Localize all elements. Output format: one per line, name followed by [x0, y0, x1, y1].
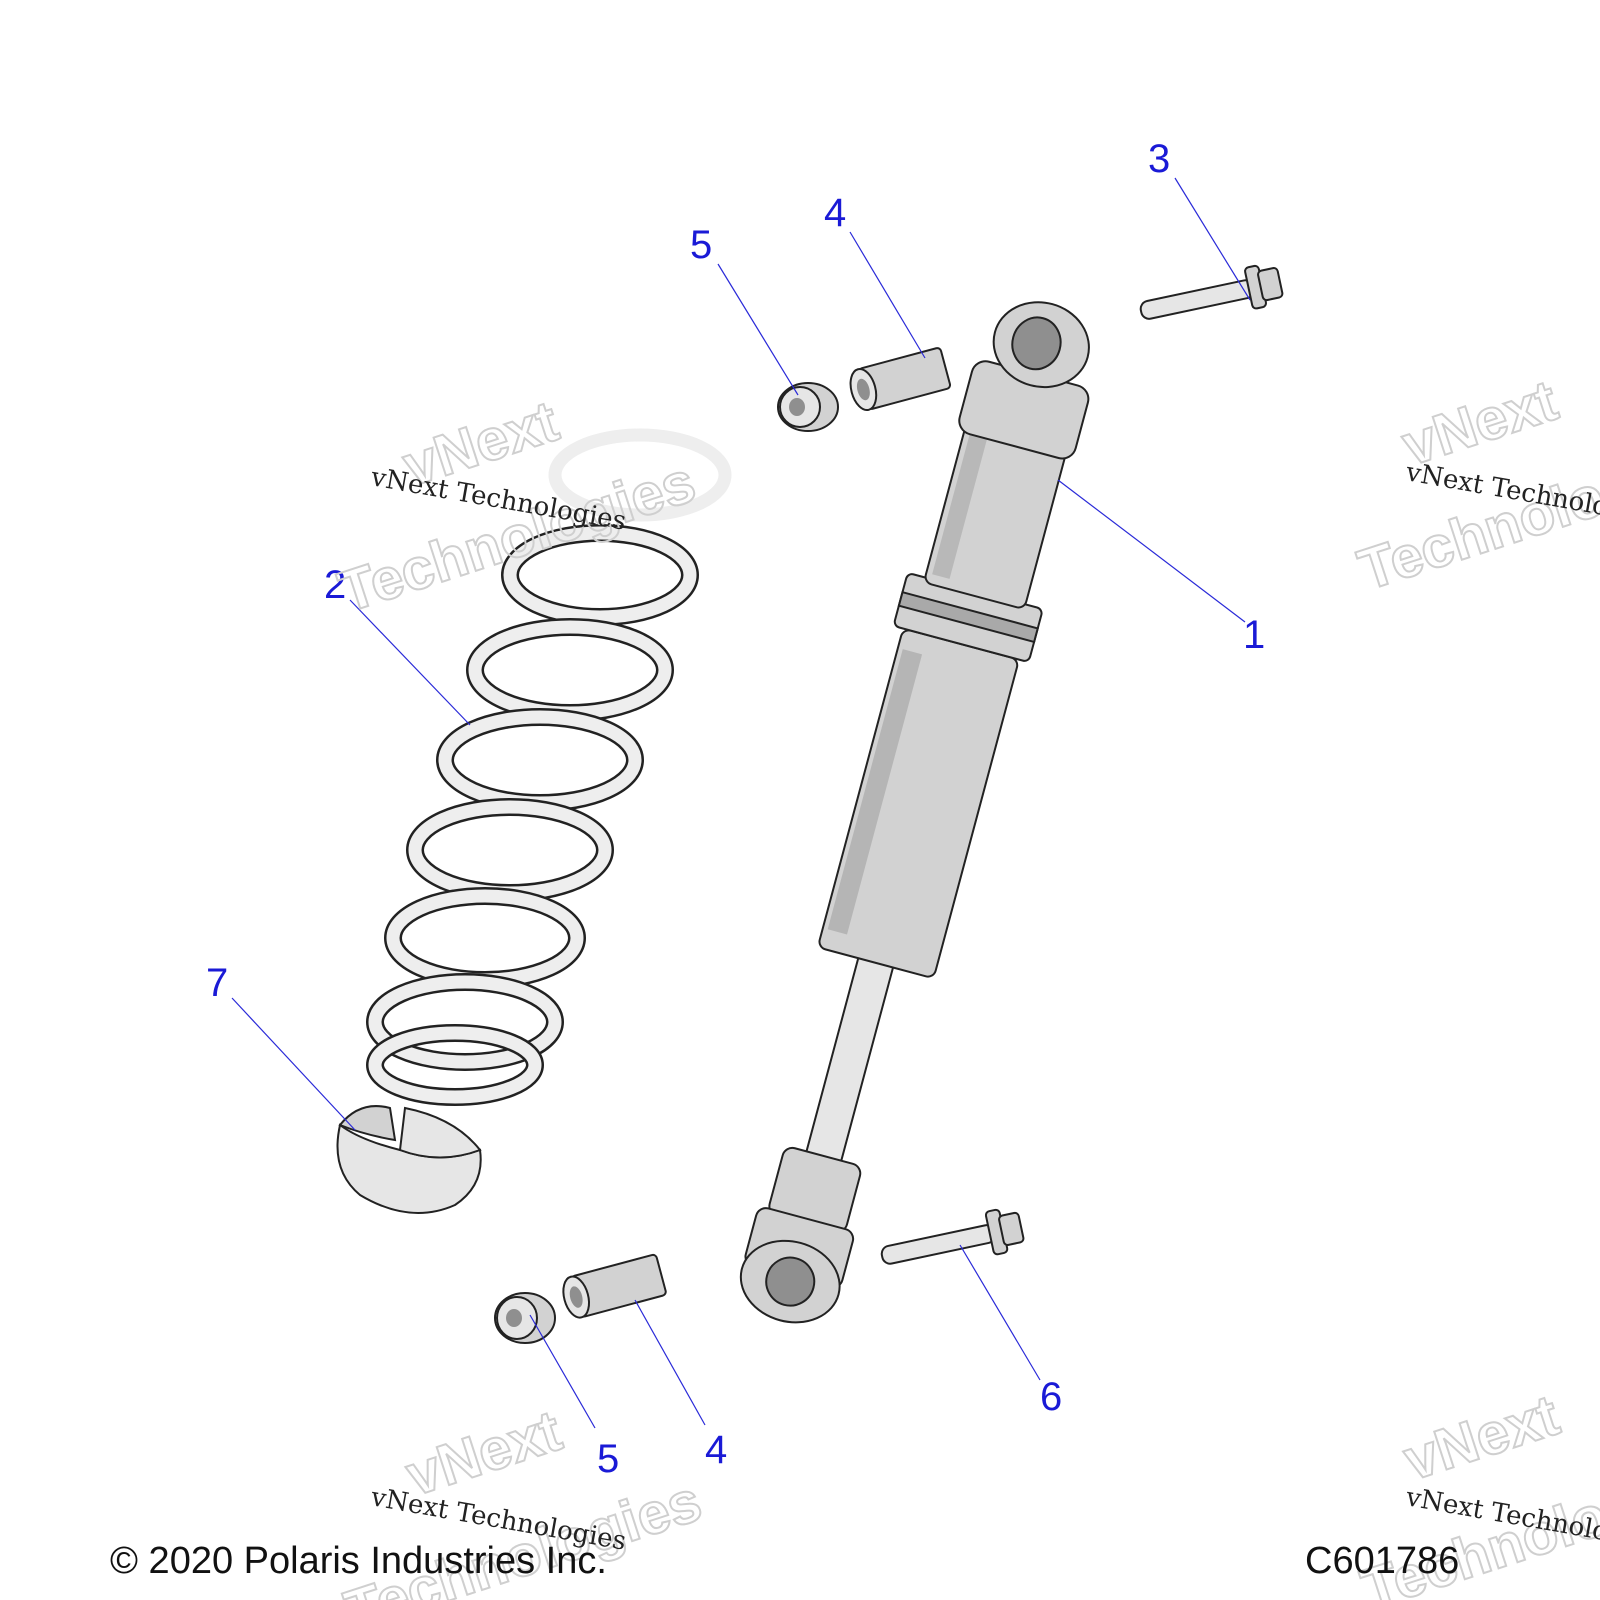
leader-4-top: [849, 231, 926, 359]
copyright-notice: © 2020 Polaris Industries Inc.: [110, 1540, 607, 1582]
callout-2: 2: [324, 563, 346, 607]
callout-1: 1: [1243, 613, 1265, 657]
callout-4-top: 4: [824, 191, 846, 235]
figure-code: C601786: [1305, 1540, 1460, 1582]
callout-4-bottom: 4: [705, 1428, 727, 1472]
callout-numbers: 1 2 3 4 5 6 7 4 5: [206, 137, 1265, 1481]
callout-6: 6: [1040, 1375, 1062, 1419]
top-bolt: [1139, 264, 1284, 320]
bottom-bolt: [880, 1208, 1025, 1265]
bottom-flange-nut: [494, 1292, 556, 1344]
callout-5-top: 5: [690, 223, 712, 267]
callout-5-bottom: 5: [597, 1437, 619, 1481]
top-flange-nut: [777, 382, 839, 432]
callout-7: 7: [206, 961, 228, 1005]
bottom-bushing: [562, 1253, 667, 1319]
leader-2: [349, 599, 471, 726]
leader-lines: [231, 177, 1251, 1429]
coil-spring: [366, 428, 732, 1106]
leader-3: [1174, 177, 1251, 301]
shock-absorber: [739, 301, 1090, 1324]
callout-3: 3: [1148, 137, 1170, 181]
leader-1: [1057, 479, 1246, 623]
top-bushing: [849, 347, 952, 412]
spring-seat: [336, 1105, 482, 1214]
leader-5-top: [717, 263, 799, 396]
leader-5-bottom: [529, 1314, 596, 1429]
svg-text:vNext: vNext: [1396, 1382, 1566, 1493]
watermark-top-right: vNext Technologies: [1350, 367, 1600, 604]
leader-6: [959, 1244, 1041, 1381]
leader-7: [231, 997, 356, 1131]
leader-4-bottom: [634, 1299, 706, 1426]
